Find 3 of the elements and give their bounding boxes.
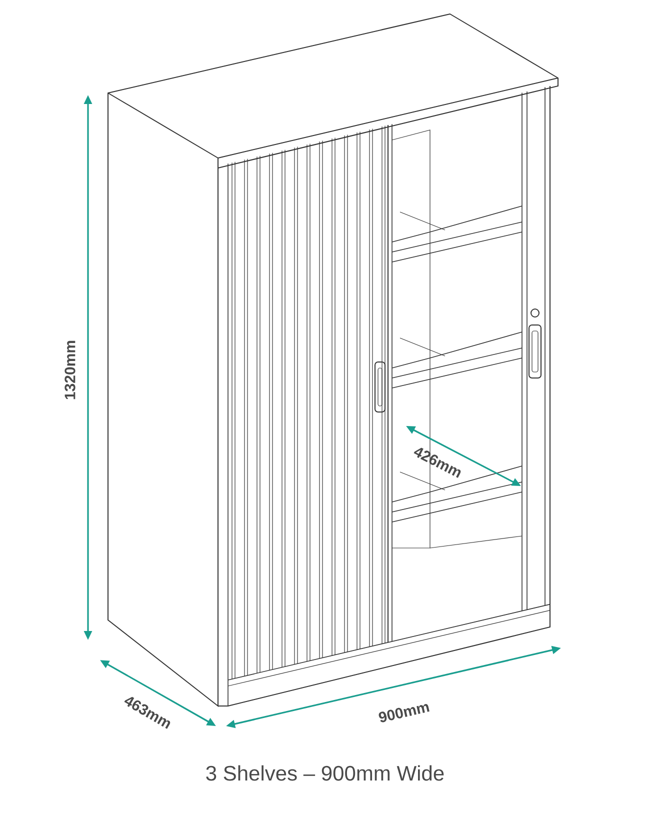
dimension-label: 1320mm bbox=[64, 340, 76, 400]
dimension-label: 900mm bbox=[378, 704, 430, 722]
caption: 3 Shelves – 900mm Wide bbox=[206, 765, 444, 781]
